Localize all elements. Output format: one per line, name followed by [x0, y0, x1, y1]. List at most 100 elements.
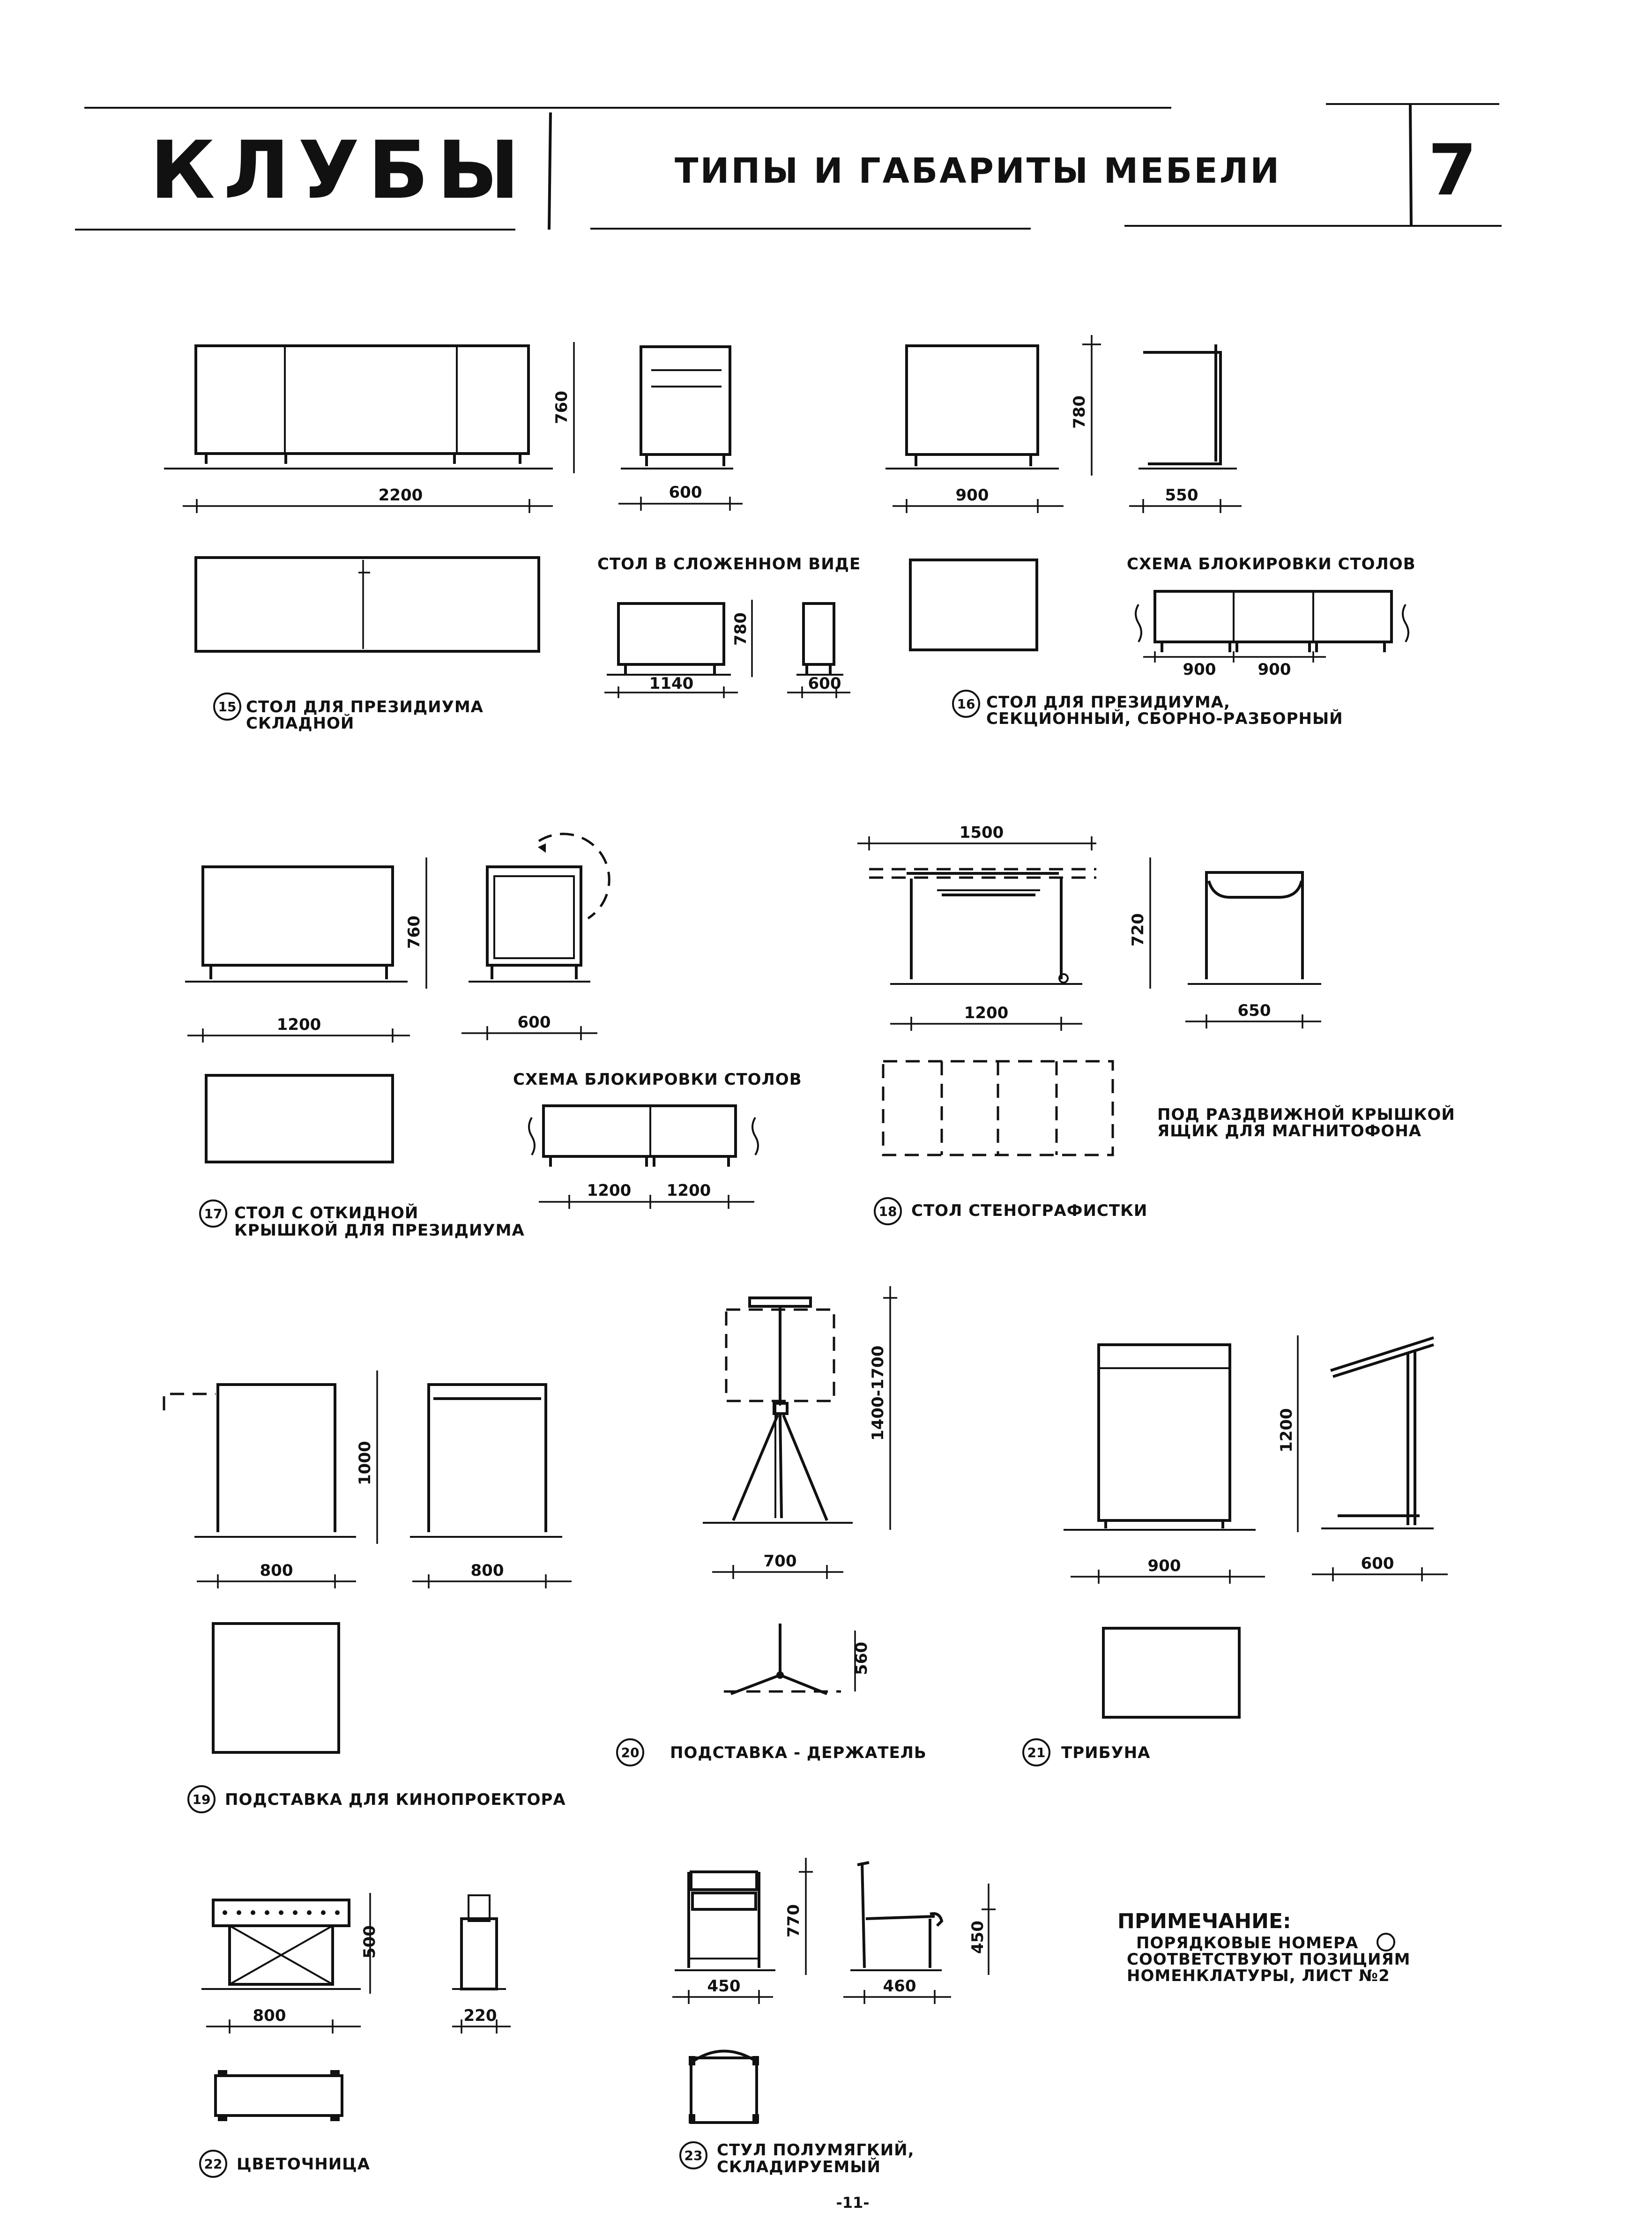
item-18-note-line1: ПОД РАЗДВИЖНОЙ КРЫШКОЙ — [1157, 1105, 1455, 1124]
item-22-caption-line1: ЦВЕТОЧНИЦА — [237, 2155, 370, 2174]
item-16-scheme-dim-1: 900 — [1183, 660, 1216, 679]
item-23-caption-line1: СТУЛ ПОЛУМЯГКИЙ, — [717, 2140, 915, 2160]
item-21: 1200 900 600 21 ТРИБУНА — [1022, 1335, 1448, 1766]
item-22-height: 500 — [360, 1925, 379, 1959]
item-20: 1400-1700 700 560 20 ПОДСТАВКА - ДЕРЖАТЕ… — [616, 1286, 926, 1766]
header: КЛУБЫ ТИПЫ И ГАБАРИТЫ МЕБЕЛИ 7 — [75, 103, 1502, 231]
item-18-height: 720 — [1129, 913, 1147, 946]
item-20-number: 20 — [621, 1745, 640, 1760]
item-20-plan-view: 560 — [724, 1624, 871, 1695]
item-16-front-view: 780 900 — [886, 335, 1101, 513]
item-17-front-view: 760 1200 — [185, 857, 427, 1043]
item-16-depth: 550 — [1165, 486, 1198, 505]
item-23-caption-line2: СКЛАДИРУЕМЫЙ — [717, 2157, 881, 2176]
item-19-plan-view — [212, 1622, 340, 1754]
item-23-depth: 460 — [883, 1977, 916, 1996]
item-17-side-view: 600 — [461, 833, 610, 1040]
item-22-plan-view — [214, 2070, 343, 2121]
item-17-depth: 600 — [518, 1013, 551, 1032]
item-18-top-dim: 1500 — [857, 823, 1096, 850]
item-21-caption: 21 ТРИБУНА — [1022, 1738, 1150, 1766]
item-17-scheme: 1200 1200 — [528, 1104, 759, 1209]
item-16-caption-line2: СЕКЦИОННЫЙ, СБОРНО-РАЗБОРНЫЙ — [986, 709, 1343, 728]
item-17-height: 760 — [405, 916, 424, 949]
header-subtitle: ТИПЫ И ГАБАРИТЫ МЕБЕЛИ — [675, 151, 1281, 191]
item-16-number: 16 — [957, 696, 975, 712]
item-18-caption: 18 СТОЛ СТЕНОГРАФИСТКИ — [874, 1197, 1147, 1225]
item-18: 1500 720 1200 650 — [857, 823, 1455, 1225]
item-16-side-view: 550 — [1129, 344, 1242, 513]
note-line2: СООТВЕТСТВУЮТ ПОЗИЦИЯМ — [1127, 1950, 1410, 1969]
item-19-side-view: 800 — [410, 1383, 572, 1588]
item-16: 780 900 550 СХЕМА БЛОКИРОВКИ СТОЛОВ — [886, 335, 1415, 728]
item-19-depth: 800 — [471, 1561, 504, 1580]
item-15-folded-side: 600 — [787, 602, 850, 698]
item-23-seat: 450 — [968, 1921, 987, 1954]
item-15-folded-front: 780 1140 — [604, 600, 753, 698]
item-22-number: 22 — [204, 2156, 223, 2172]
item-15-folded-height: 780 — [731, 612, 750, 646]
item-18-side-view: 650 — [1185, 871, 1321, 1028]
sheet-number: 7 — [1428, 130, 1477, 211]
item-19: 1000 800 800 19 ПОДСТАВКА ДЛЯ КИНОПРОЕКТ… — [163, 1371, 572, 1813]
item-15: 760 2200 600 СТОЛ В СЛОЖЕННОМ ВИДЕ — [164, 342, 861, 733]
note-line3: НОМЕНКЛАТУРЫ, ЛИСТ №2 — [1127, 1967, 1390, 1985]
item-22-side-view: 220 — [452, 1894, 511, 2034]
item-21-number: 21 — [1027, 1745, 1046, 1760]
item-15-front-view — [164, 344, 553, 469]
item-23: 770 450 450 460 23 СТ — [672, 1858, 996, 2176]
item-16-plan-view — [909, 559, 1038, 651]
item-17-number: 17 — [204, 1206, 223, 1222]
item-18-width: 1200 — [964, 1004, 1009, 1022]
item-15-plan-view — [194, 556, 540, 653]
item-15-depth: 600 — [669, 483, 702, 502]
item-16-height: 780 — [1070, 395, 1089, 429]
item-21-height: 1200 — [1277, 1408, 1296, 1453]
item-20-width: 700 — [764, 1552, 797, 1571]
note-title: ПРИМЕЧАНИЕ: — [1117, 1909, 1291, 1933]
item-23-front-view: 770 450 — [672, 1858, 813, 2004]
item-15-folded-title: СТОЛ В СЛОЖЕННОМ ВИДЕ — [597, 555, 861, 574]
item-18-depth: 650 — [1238, 1001, 1271, 1020]
item-17-width: 1200 — [277, 1015, 321, 1034]
item-16-caption: 16 СТОЛ ДЛЯ ПРЕЗИДИУМА, СЕКЦИОННЫЙ, СБОР… — [952, 690, 1343, 728]
item-20-front-view: 1400-1700 700 — [703, 1286, 897, 1579]
item-18-front-view: 720 1200 — [869, 857, 1151, 1031]
item-15-caption-line1: СТОЛ ДЛЯ ПРЕЗИДИУМА — [246, 698, 484, 716]
item-15-height-dim: 760 — [552, 342, 575, 473]
item-23-caption: 23 СТУЛ ПОЛУМЯГКИЙ, СКЛАДИРУЕМЫЙ — [679, 2140, 915, 2176]
item-19-height: 1000 — [356, 1441, 374, 1485]
item-15-number: 15 — [218, 699, 237, 715]
item-15-depth-dim: 600 — [618, 483, 743, 511]
item-16-scheme: 900 900 — [1135, 590, 1409, 679]
item-22-caption: 22 ЦВЕТОЧНИЦА — [199, 2150, 370, 2178]
item-20-plan: 560 — [852, 1642, 871, 1675]
item-19-number: 19 — [193, 1792, 211, 1807]
item-17-caption-line2: КРЫШКОЙ ДЛЯ ПРЕЗИДИУМА — [234, 1221, 525, 1240]
page-number: -11- — [836, 2194, 869, 2212]
item-17-scheme-dim-1: 1200 — [587, 1181, 632, 1200]
item-17-caption-line1: СТОЛ С ОТКИДНОЙ — [234, 1203, 418, 1222]
note-line1: ПОРЯДКОВЫЕ НОМЕРА — [1136, 1934, 1358, 1952]
item-23-height: 770 — [784, 1904, 803, 1937]
item-20-height: 1400-1700 — [869, 1346, 887, 1441]
item-22-front-view: 500 800 — [201, 1893, 379, 2034]
item-21-front-view: 1200 900 — [1064, 1335, 1299, 1584]
note-block: ПРИМЕЧАНИЕ: ПОРЯДКОВЫЕ НОМЕРА СООТВЕТСТВ… — [1117, 1909, 1410, 1985]
item-15-caption: 15 СТОЛ ДЛЯ ПРЕЗИДИУМА СКЛАДНОЙ — [213, 693, 484, 733]
item-22-depth: 220 — [464, 2006, 497, 2025]
item-17-scheme-dim-2: 1200 — [667, 1181, 711, 1200]
item-23-plan-view — [689, 2049, 759, 2124]
item-15-folded-depth: 600 — [808, 674, 841, 693]
item-17: 760 1200 600 СХЕМА БЛОКИРОВКИ СТОЛОВ — [185, 833, 802, 1240]
item-18-note-line2: ЯЩИК ДЛЯ МАГНИТОФОНА — [1157, 1122, 1421, 1140]
item-15-folded-width: 1140 — [649, 674, 694, 693]
item-15-side-view — [621, 345, 733, 469]
item-15-width-dim: 2200 — [183, 486, 553, 513]
item-15-width: 2200 — [379, 486, 423, 505]
item-15-height: 760 — [552, 391, 571, 424]
item-23-side-view: 450 460 — [843, 1861, 996, 2004]
item-19-width: 800 — [260, 1561, 293, 1580]
item-21-plan-view — [1102, 1627, 1241, 1719]
